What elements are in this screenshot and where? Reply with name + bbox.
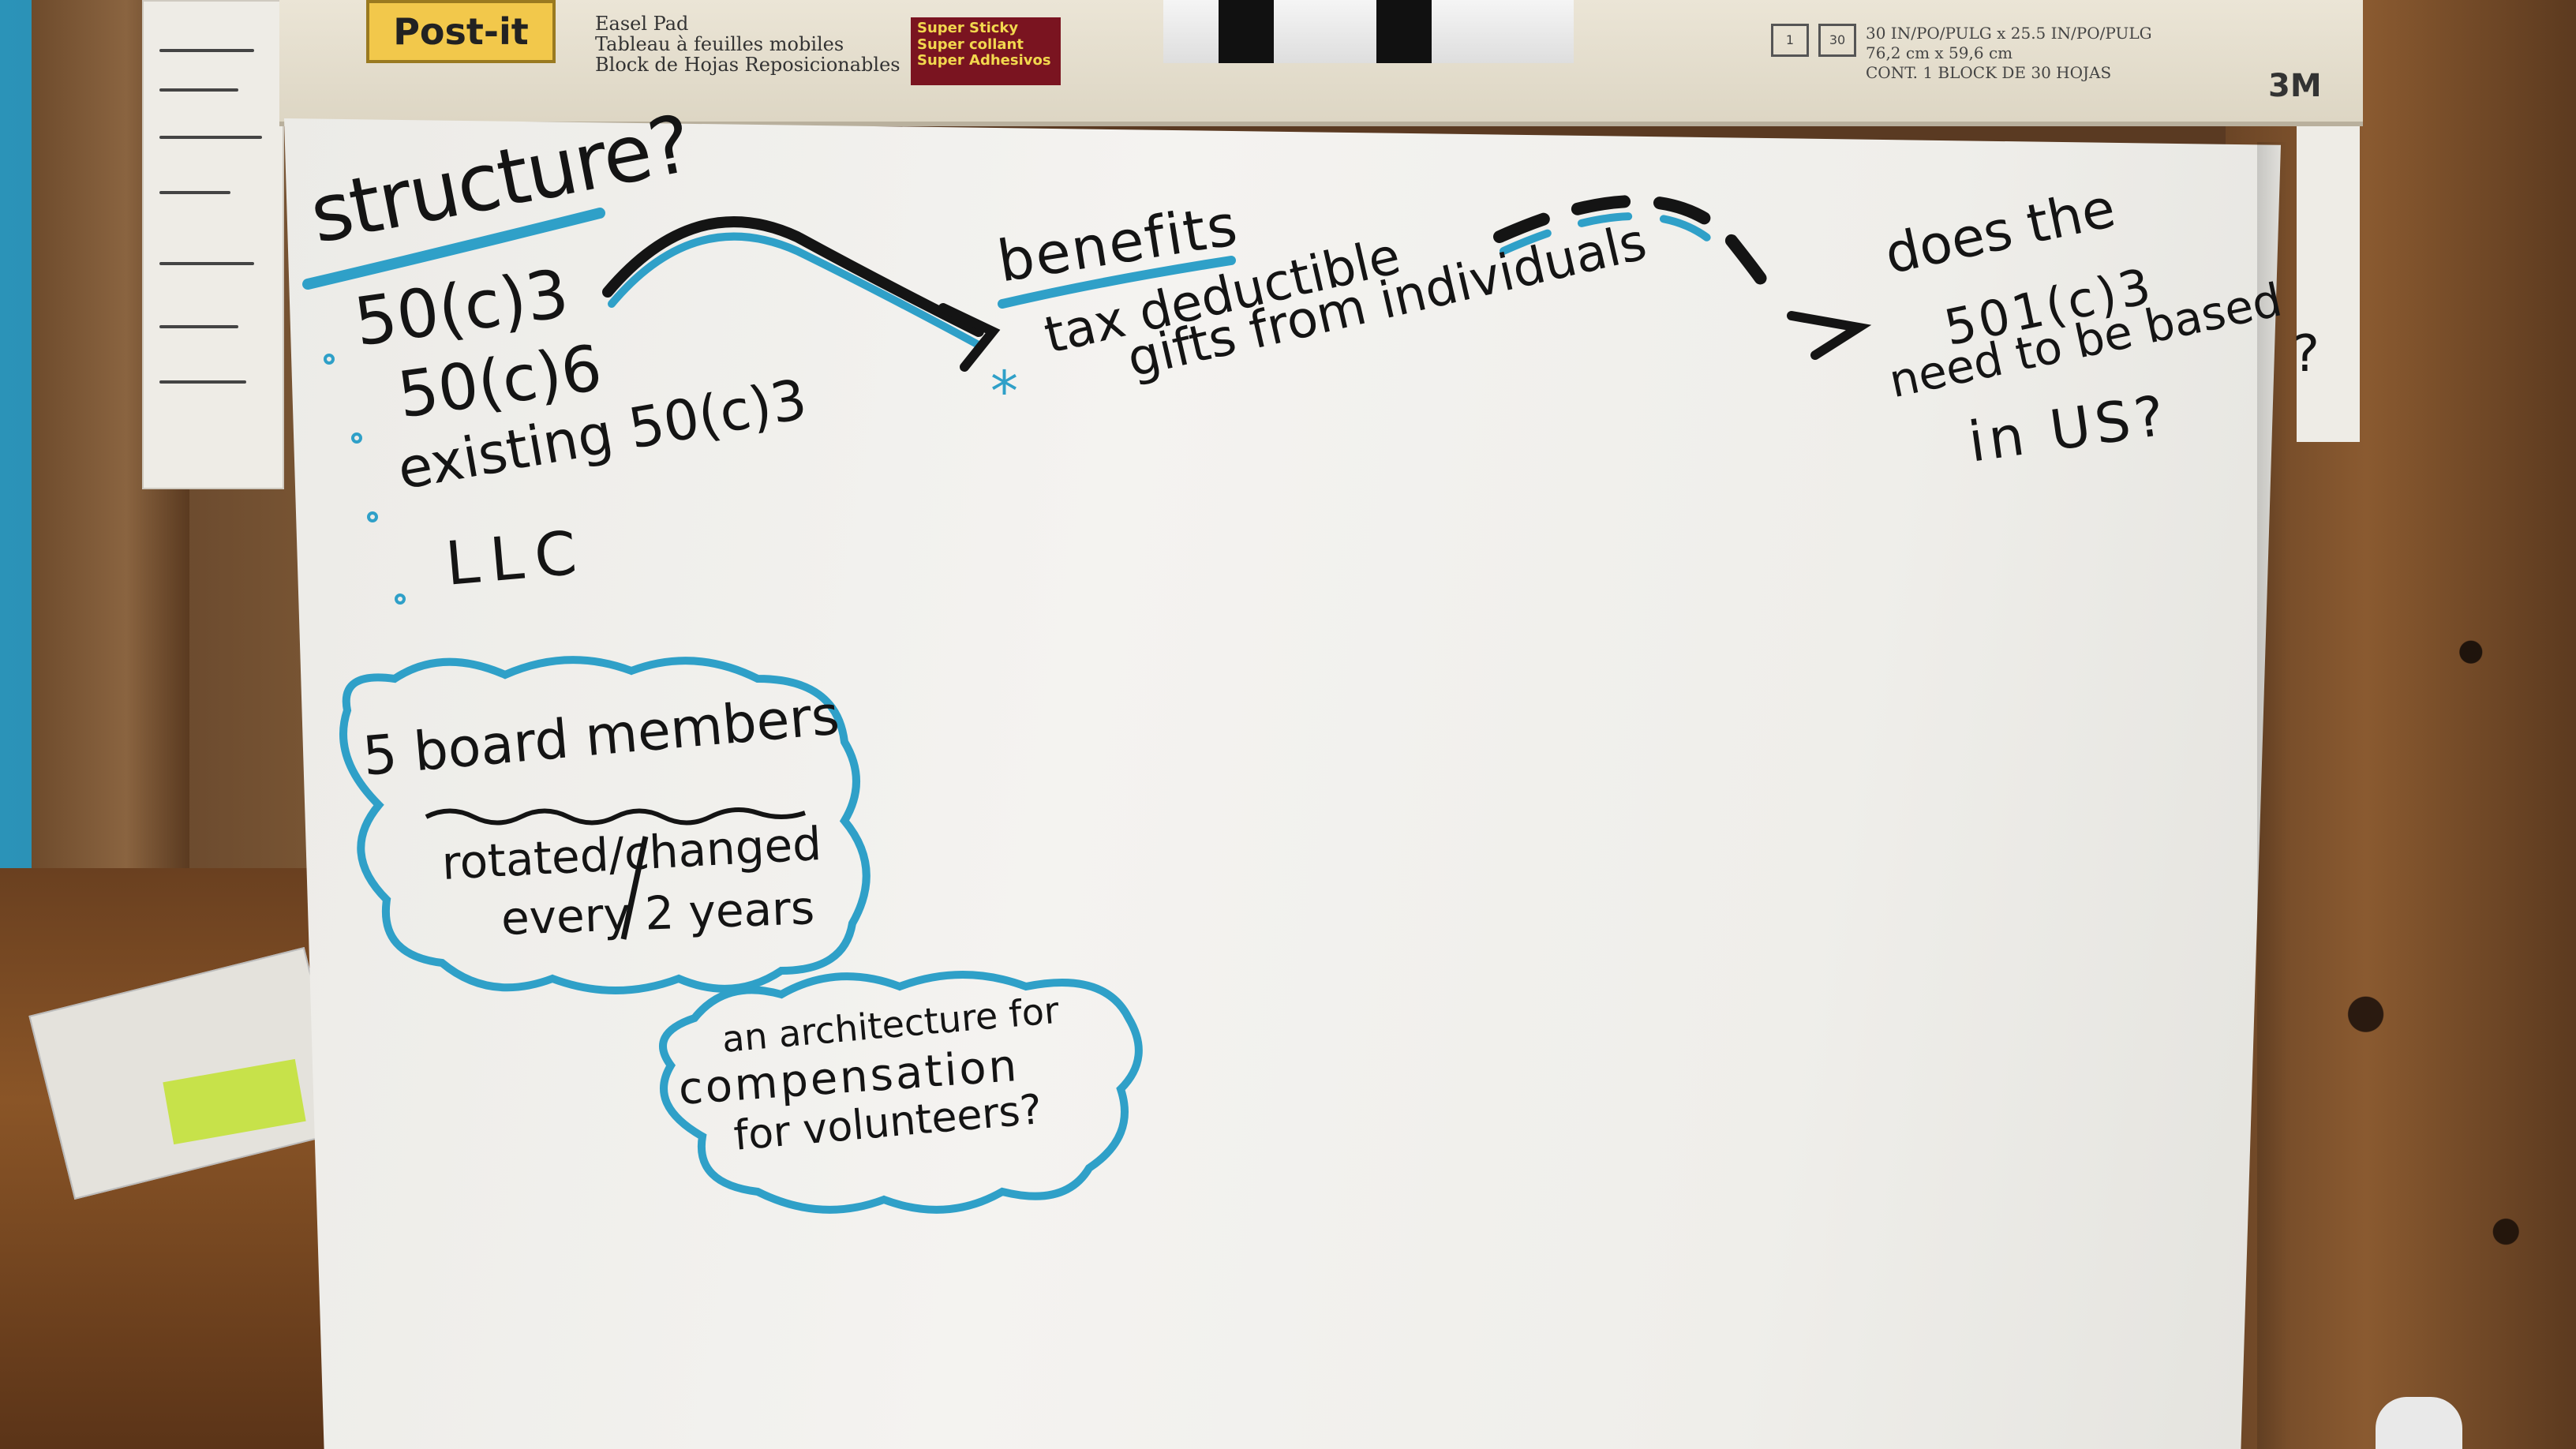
arrow-head-benefits: [938, 303, 1001, 372]
flip-chart-sheet: [284, 118, 2281, 1449]
product-line-en: Easel Pad: [595, 13, 689, 35]
size-box-1: 1: [1771, 24, 1809, 57]
pad-product-name: Easel Pad Tableau à feuilles mobiles Blo…: [595, 14, 900, 76]
board-slash: [620, 836, 649, 940]
board-line-2: every 2 years: [500, 881, 816, 945]
option-llc: LLC: [443, 516, 590, 599]
product-line-es: Block de Hojas Reposicionables: [595, 54, 900, 76]
option-bullet-1: [324, 354, 335, 365]
option-bullet-2: [351, 432, 362, 444]
badge-line-es: Super Adhesivos: [917, 52, 1051, 69]
sheet-edge-shadow: [2257, 142, 2289, 1449]
right-wall: [2226, 0, 2576, 1449]
compensation-cloud: [659, 971, 1143, 1214]
easel-clip-gap: [1163, 0, 1574, 63]
size-box-2: 30: [1818, 24, 1856, 57]
dashed-arrow-highlight: [1500, 212, 1726, 255]
badge-line-fr: Super collant: [917, 36, 1024, 53]
post-it-logo: Post-it: [366, 0, 556, 63]
arrow-to-benefits-highlight: [608, 232, 981, 348]
size-line-1: 30 IN/PO/PULG x 25.5 IN/PO/PULG: [1866, 24, 2152, 43]
benefits-underline: [998, 256, 1236, 309]
super-sticky-badge: Super Sticky Super collant Super Adhesiv…: [911, 17, 1061, 85]
product-line-fr: Tableau à feuilles mobiles: [595, 33, 844, 55]
size-line-2: 76,2 cm x 59,6 cm: [1866, 43, 2013, 62]
easel-pad-header: Post-it Easel Pad Tableau à feuilles mob…: [279, 0, 2363, 126]
easel-hook: [2376, 1397, 2462, 1449]
dashed-arrow: [1493, 195, 1782, 306]
right-paper-edge: [2297, 63, 2360, 442]
option-bullet-3: [367, 511, 378, 522]
arrow-head-question: [1787, 311, 1872, 360]
structure-underline: [302, 208, 605, 290]
benefit-star-icon: *: [990, 359, 1018, 424]
board-squiggle: [425, 807, 806, 826]
arrow-to-benefits: [602, 216, 984, 337]
option-bullet-4: [395, 593, 406, 605]
3m-logo: 3M: [2268, 68, 2322, 104]
right-question-mark: ?: [2293, 325, 2320, 384]
wall-note-sheet: [142, 0, 284, 489]
badge-line-en: Super Sticky: [917, 20, 1019, 36]
size-line-3: CONT. 1 BLOCK DE 30 HOJAS: [1866, 63, 2112, 82]
board-cloud: [339, 656, 871, 994]
pad-size-info: 30 IN/PO/PULG x 25.5 IN/PO/PULG 76,2 cm …: [1866, 24, 2152, 83]
